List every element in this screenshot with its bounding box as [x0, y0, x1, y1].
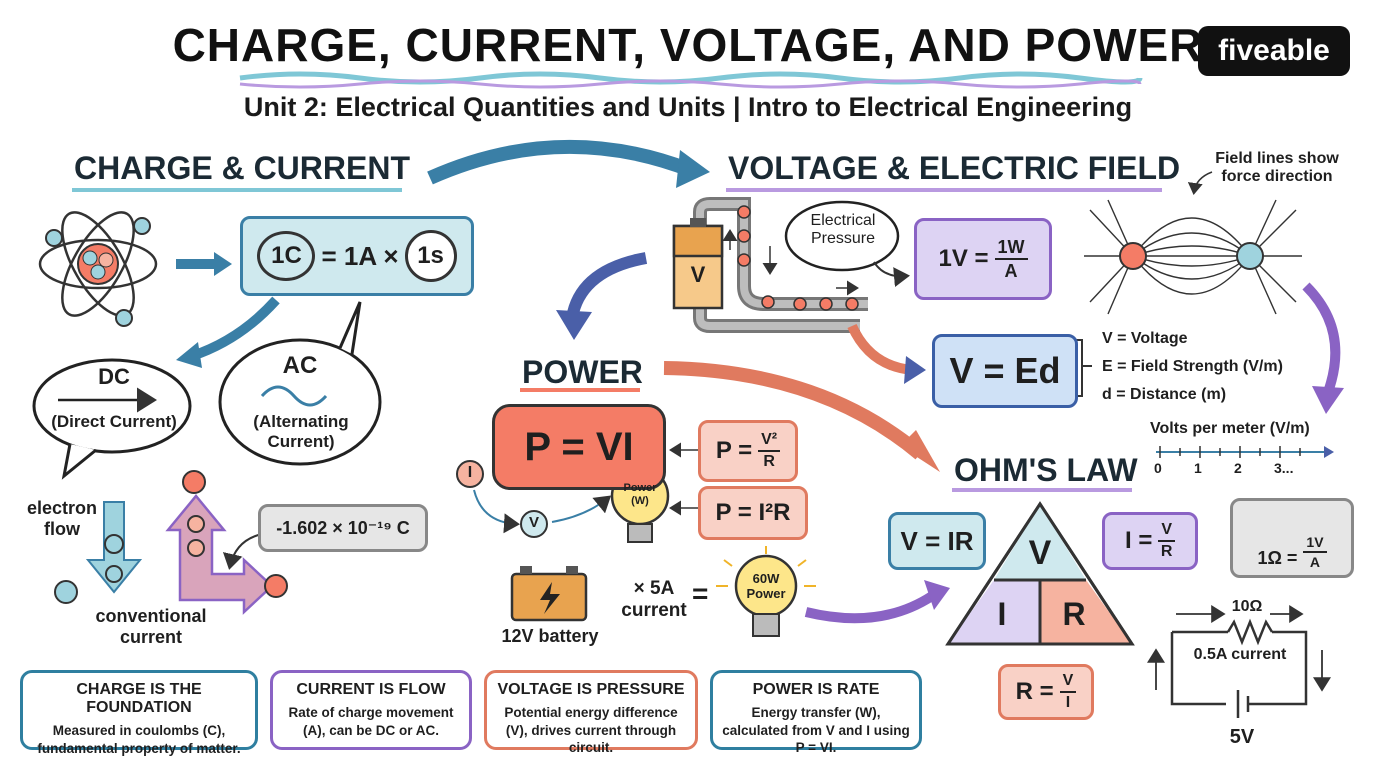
- ved-v-label: V = Voltage: [1102, 330, 1188, 347]
- conventional-current-label: conventional current: [95, 606, 207, 647]
- page-title: CHARGE, CURRENT, VOLTAGE, AND POWER: [172, 19, 1204, 71]
- negative-charge-icon: [1236, 242, 1264, 270]
- card-charge-text: Measured in coulombs (C), fundamental pr…: [37, 723, 241, 756]
- circuit-current-label: 0.5A current: [1193, 646, 1287, 663]
- flow-arrow-top: [427, 139, 693, 185]
- atom-icon: [38, 211, 158, 327]
- dc-subtitle: (Direct Current): [51, 412, 177, 431]
- charge-heading: CHARGE & CURRENT: [74, 150, 410, 186]
- dc-bubble-shape: [32, 358, 192, 454]
- conventional-current-arrow: [165, 494, 274, 615]
- triangle-i: I: [997, 596, 1007, 632]
- scale-3: 3...: [1274, 460, 1294, 476]
- ved-equation: V = Ed: [932, 334, 1078, 408]
- p2-numerator: V²: [758, 432, 781, 452]
- card-current-title: CURRENT IS FLOW: [296, 681, 446, 698]
- ohm-numerator: 1V: [1303, 535, 1327, 553]
- card-current: CURRENT IS FLOW Rate of charge movement …: [270, 670, 472, 750]
- pressure-bubble: Electrical Pressure: [810, 212, 876, 248]
- card-power: POWER IS RATE Energy transfer (W), calcu…: [710, 670, 922, 755]
- i-numerator: V: [1158, 522, 1176, 542]
- ohm-lhs: 1Ω =: [1257, 548, 1298, 568]
- equals-sign: =: [692, 578, 709, 609]
- charge-eq-mid: = 1A ×: [321, 240, 399, 271]
- ohm-heading: OHM'S LAW: [954, 452, 1138, 488]
- card-charge-title: CHARGE IS THE FOUNDATION: [76, 681, 202, 716]
- current-badge: I: [467, 464, 473, 481]
- fiveable-logo[interactable]: fiveable: [1198, 26, 1350, 76]
- card-voltage-title: VOLTAGE IS PRESSURE: [497, 681, 685, 698]
- card-power-title: POWER IS RATE: [752, 681, 880, 698]
- circuit-resistor-label: 10Ω: [1231, 598, 1263, 615]
- triangle-r: R: [1062, 596, 1086, 632]
- ac-title: AC: [282, 352, 318, 379]
- volt-denominator: A: [1004, 261, 1018, 281]
- pvi-equation: P = VI: [492, 404, 666, 490]
- r-numerator: V: [1059, 673, 1077, 693]
- positive-charge-icon: [1119, 242, 1147, 270]
- card-power-text: Energy transfer (W), calculated from V a…: [722, 705, 910, 756]
- i-lhs: I =: [1124, 527, 1153, 554]
- bulb-label: Power (W): [623, 482, 657, 507]
- circuit-voltage-label: 5V: [1229, 726, 1255, 748]
- ved-d-label: d = Distance (m): [1102, 386, 1227, 403]
- ved-e-label: E = Field Strength (V/m): [1102, 358, 1283, 375]
- r-denominator: I: [1065, 694, 1071, 711]
- circuit-diagram: [1170, 618, 1308, 718]
- scale-0: 0: [1154, 460, 1162, 476]
- page-subtitle: Unit 2: Electrical Quantities and Units …: [243, 92, 1133, 122]
- power-i2r: P = I²R: [698, 486, 808, 540]
- triangle-v: V: [1028, 534, 1052, 572]
- volt-numerator: 1W: [994, 238, 1028, 260]
- power-heading: POWER: [522, 354, 643, 390]
- electron-charge-value: -1.602 × 10⁻¹⁹ C: [258, 504, 428, 552]
- voltage-badge: V: [528, 514, 539, 531]
- i-denominator: R: [1160, 543, 1173, 560]
- ac-subtitle: (Alternating Current): [253, 412, 349, 451]
- card-charge: CHARGE IS THE FOUNDATION Measured in cou…: [20, 670, 258, 756]
- volt-lhs: 1V =: [938, 245, 989, 272]
- field-lines-note: Field lines show force direction: [1215, 150, 1339, 186]
- scale-2: 2: [1234, 460, 1242, 476]
- card-voltage: VOLTAGE IS PRESSURE Potential energy dif…: [484, 670, 698, 755]
- card-current-text: Rate of charge movement (A), can be DC o…: [288, 705, 454, 738]
- charge-equation: 1C = 1A × 1s: [240, 216, 474, 296]
- pressure-bubble-shape: [784, 200, 900, 272]
- voltage-heading: VOLTAGE & ELECTRIC FIELD: [728, 150, 1181, 186]
- electron-flow-label: electron flow: [26, 498, 98, 539]
- ohm-denominator: A: [1309, 554, 1321, 570]
- bulb-60w-icon: [716, 546, 816, 637]
- ohm-triangle: [945, 501, 1135, 646]
- dc-title: DC: [98, 364, 130, 389]
- multiplier-label: × 5A current: [621, 578, 687, 621]
- battery-12v-label: 12V battery: [501, 626, 599, 646]
- p2-lhs: P =: [715, 437, 753, 464]
- r-lhs: R =: [1015, 678, 1054, 705]
- scale-1: 1: [1194, 460, 1202, 476]
- stopwatch-icon: 1s: [404, 230, 457, 282]
- bulb-60w-label: 60W Power: [746, 571, 786, 601]
- coulomb-badge: 1C: [257, 231, 316, 281]
- vpm-label: Volts per meter (V/m): [1150, 420, 1310, 437]
- vir-equation: V = IR: [888, 512, 986, 570]
- p2-denominator: R: [763, 453, 775, 470]
- battery-12v-icon: [510, 566, 588, 622]
- battery-label: V: [690, 262, 706, 287]
- field-lines: [1084, 199, 1302, 315]
- card-voltage-text: Potential energy difference (V), drives …: [504, 705, 678, 756]
